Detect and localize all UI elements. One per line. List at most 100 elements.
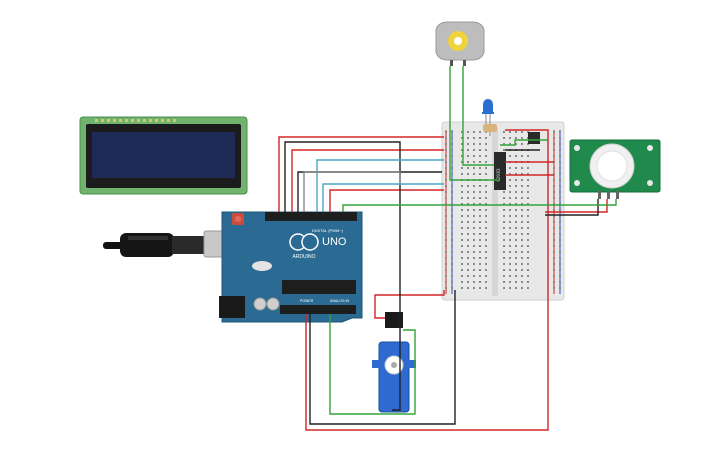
breadboard-hole [515, 287, 517, 289]
breadboard-hole [479, 209, 481, 211]
breadboard-hole [559, 167, 561, 169]
breadboard-hole [467, 245, 469, 247]
breadboard-hole [461, 221, 463, 223]
breadboard-hole [553, 203, 555, 205]
breadboard-hole [479, 245, 481, 247]
breadboard-hole [521, 215, 523, 217]
atmega-chip [282, 280, 356, 294]
breadboard-hole [485, 221, 487, 223]
breadboard-hole [515, 263, 517, 265]
breadboard-hole [461, 191, 463, 193]
breadboard-hole [515, 215, 517, 217]
breadboard-hole [473, 209, 475, 211]
breadboard-hole [521, 143, 523, 145]
breadboard-hole [503, 227, 505, 229]
breadboard-hole [515, 239, 517, 241]
breadboard-hole [527, 239, 529, 241]
breadboard-hole [485, 233, 487, 235]
breadboard-hole [515, 203, 517, 205]
breadboard-hole [467, 155, 469, 157]
breadboard-hole [461, 287, 463, 289]
breadboard-hole [473, 167, 475, 169]
breadboard-hole [503, 269, 505, 271]
breadboard-hole [451, 257, 453, 259]
breadboard-hole [445, 275, 447, 277]
breadboard-hole [451, 149, 453, 151]
lcd-module[interactable] [79, 116, 248, 195]
breadboard-hole [485, 197, 487, 199]
analog-power-header[interactable] [280, 305, 356, 314]
breadboard-hole [527, 227, 529, 229]
breadboard-hole [467, 197, 469, 199]
capacitor [253, 297, 267, 311]
breadboard-hole [527, 269, 529, 271]
breadboard-hole [461, 197, 463, 199]
breadboard-hole [451, 215, 453, 217]
servo-motor[interactable] [372, 312, 416, 413]
breadboard-hole [521, 239, 523, 241]
breadboard-hole [527, 203, 529, 205]
breadboard-hole [509, 209, 511, 211]
dc-motor[interactable] [435, 21, 485, 66]
breadboard-hole [515, 281, 517, 283]
breadboard-hole [553, 215, 555, 217]
breadboard-hole [559, 281, 561, 283]
breadboard-hole [527, 167, 529, 169]
arduino-model-text: UNO [322, 236, 347, 248]
breadboard-hole [559, 131, 561, 133]
breadboard-hole [559, 161, 561, 163]
digital-header[interactable] [265, 212, 357, 221]
breadboard-hole [515, 173, 517, 175]
breadboard-hole [559, 203, 561, 205]
breadboard-hole [473, 203, 475, 205]
breadboard-hole [503, 287, 505, 289]
breadboard-hole [521, 275, 523, 277]
breadboard-hole [467, 227, 469, 229]
breadboard-hole [467, 233, 469, 235]
breadboard-hole [451, 239, 453, 241]
breadboard-hole [473, 281, 475, 283]
breadboard-hole [559, 233, 561, 235]
breadboard-hole [473, 161, 475, 163]
breadboard-hole [553, 191, 555, 193]
breadboard-hole [445, 251, 447, 253]
breadboard-hole [485, 245, 487, 247]
breadboard-hole [467, 185, 469, 187]
power-jack[interactable] [219, 296, 245, 318]
breadboard-hole [553, 275, 555, 277]
breadboard-hole [553, 221, 555, 223]
breadboard-hole [509, 155, 511, 157]
breadboard-hole [485, 215, 487, 217]
breadboard-hole [553, 227, 555, 229]
breadboard-hole [479, 167, 481, 169]
breadboard-hole [473, 143, 475, 145]
breadboard-hole [515, 221, 517, 223]
breadboard-hole [479, 239, 481, 241]
breadboard-hole [559, 227, 561, 229]
breadboard-hole [527, 191, 529, 193]
arduino-uno-board[interactable]: ARDUINO UNO DIGITAL (PWM~) POWER ANALOG … [219, 211, 363, 323]
breadboard-hole [515, 179, 517, 181]
breadboard-hole [451, 155, 453, 157]
breadboard-hole [503, 197, 505, 199]
breadboard-hole [515, 191, 517, 193]
breadboard-hole [485, 287, 487, 289]
pir-sensor[interactable] [569, 139, 661, 199]
breadboard-hole [503, 233, 505, 235]
breadboard-hole [473, 197, 475, 199]
breadboard-hole [445, 143, 447, 145]
breadboard-hole [559, 185, 561, 187]
breadboard-hole [553, 197, 555, 199]
breadboard[interactable] [441, 121, 565, 301]
wires [278, 66, 617, 431]
breadboard-hole [515, 227, 517, 229]
breadboard-hole [559, 173, 561, 175]
breadboard-hole [445, 155, 447, 157]
breadboard-hole [553, 239, 555, 241]
breadboard-hole [559, 197, 561, 199]
breadboard-hole [559, 155, 561, 157]
breadboard-hole [479, 251, 481, 253]
breadboard-hole [485, 155, 487, 157]
breadboard-hole [503, 239, 505, 241]
breadboard-hole [485, 137, 487, 139]
